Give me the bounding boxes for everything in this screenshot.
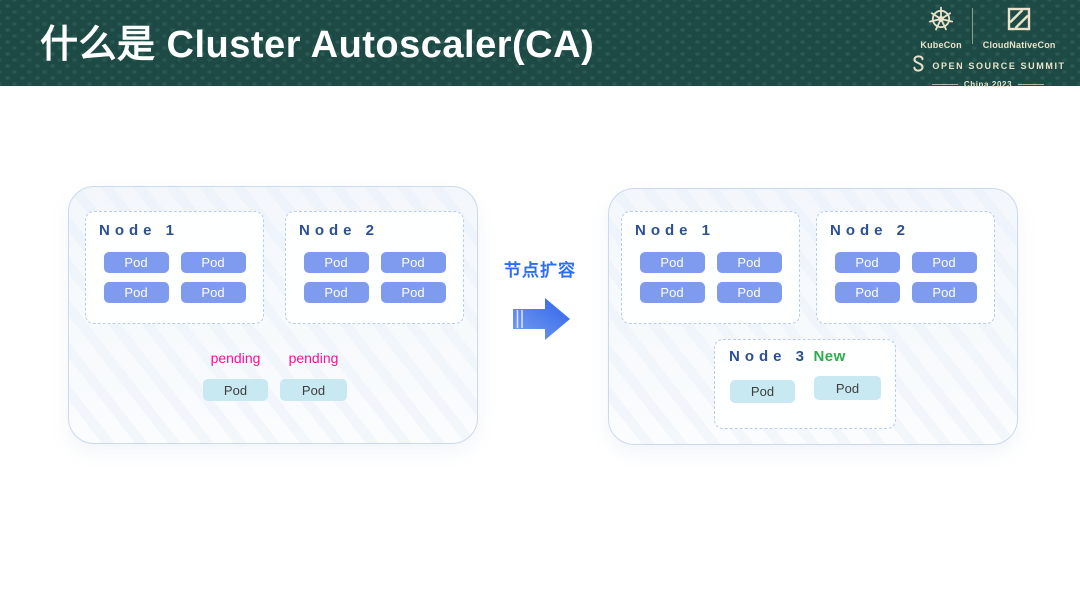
pending-pod: Pod <box>280 379 347 401</box>
kubecon-label: KubeCon <box>920 40 962 50</box>
pending-pod-2: pending Pod <box>280 350 347 401</box>
pod: Pod <box>180 252 246 273</box>
kubecon-helm-icon <box>928 6 954 37</box>
pod-grid: Pod Pod Pod Pod <box>86 252 263 303</box>
conference-logo-block: KubeCon CloudNativeCon <box>910 6 1066 89</box>
pod-grid: Pod Pod Pod Pod <box>622 252 799 303</box>
pod: Pod <box>180 282 246 303</box>
pod: Pod <box>380 252 446 273</box>
edition-line-right <box>1018 84 1045 85</box>
scale-out-arrow-icon <box>513 298 570 340</box>
after-node-1: Node 1 Pod Pod Pod Pod <box>621 211 800 324</box>
new-badge: New <box>813 348 846 365</box>
pod: Pod <box>103 252 169 273</box>
page-title: 什么是 Cluster Autoscaler(CA) <box>40 24 595 66</box>
edition-line-left <box>931 84 958 85</box>
cluster-before: Node 1 Pod Pod Pod Pod Node 2 Pod Pod Po… <box>68 186 478 444</box>
edition-label: China 2023 <box>963 80 1013 89</box>
pod: Pod <box>814 376 881 400</box>
node-title: Node 3 <box>729 348 810 365</box>
pending-pod-1: pending Pod <box>203 350 268 401</box>
pod: Pod <box>716 282 782 303</box>
cluster-after: Node 1 Pod Pod Pod Pod Node 2 Pod Pod Po… <box>608 188 1018 445</box>
pod: Pod <box>639 252 705 273</box>
logo-divider <box>971 8 973 44</box>
pod: Pod <box>834 252 900 273</box>
node-title: Node 2 <box>299 222 380 239</box>
logo-row: KubeCon CloudNativeCon <box>910 6 1066 50</box>
pod: Pod <box>730 380 795 403</box>
kubecon-logo: KubeCon <box>920 6 962 50</box>
before-node-2: Node 2 Pod Pod Pod Pod <box>285 211 464 324</box>
slide-header: 什么是 Cluster Autoscaler(CA) <box>0 0 1080 89</box>
pending-label: pending <box>288 350 339 366</box>
pod: Pod <box>911 252 977 273</box>
summit-label: OPEN SOURCE SUMMIT <box>932 61 1066 71</box>
after-node-3-new: Node 3 New Pod Pod <box>714 339 896 429</box>
pod-grid: Pod Pod Pod Pod <box>286 252 463 303</box>
before-node-1: Node 1 Pod Pod Pod Pod <box>85 211 264 324</box>
pod-grid: Pod Pod Pod Pod <box>817 252 994 303</box>
cloudnativecon-logo: CloudNativeCon <box>983 6 1056 50</box>
pending-pod: Pod <box>203 379 268 401</box>
node-title: Node 1 <box>99 222 180 239</box>
pod: Pod <box>303 282 369 303</box>
cloudnativecon-icon <box>1006 6 1032 37</box>
cloudnativecon-label: CloudNativeCon <box>982 40 1056 50</box>
pod: Pod <box>716 252 782 273</box>
summit-s-icon <box>910 55 927 77</box>
pod: Pod <box>911 282 977 303</box>
pending-label: pending <box>210 350 261 366</box>
scale-out-label: 节点扩容 <box>504 261 576 280</box>
open-source-summit-row: OPEN SOURCE SUMMIT <box>910 55 1066 77</box>
pod: Pod <box>834 282 900 303</box>
pod: Pod <box>303 252 369 273</box>
node-title: Node 2 <box>830 222 911 239</box>
node-title: Node 1 <box>635 222 716 239</box>
pod: Pod <box>103 282 169 303</box>
edition-row: China 2023 <box>910 80 1066 89</box>
pod: Pod <box>380 282 446 303</box>
after-node-2: Node 2 Pod Pod Pod Pod <box>816 211 995 324</box>
pod: Pod <box>639 282 705 303</box>
